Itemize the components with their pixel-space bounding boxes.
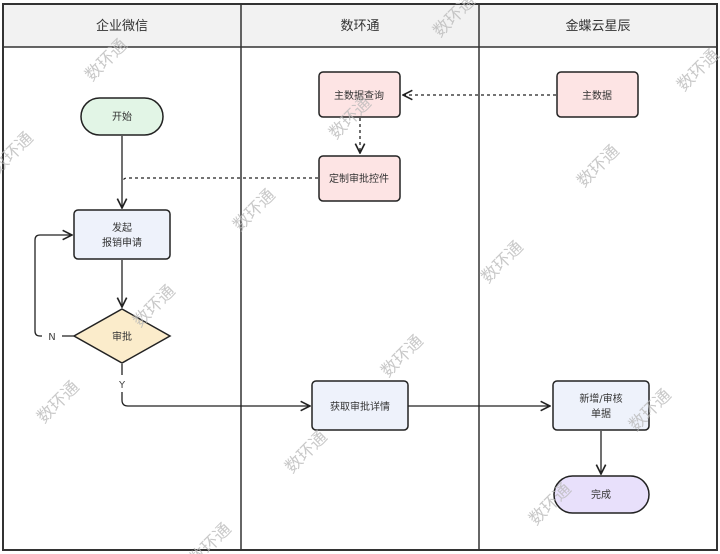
node-detail-shape <box>311 380 409 431</box>
edge-approve-yes-to-detail <box>121 364 310 406</box>
watermark: 数环通 <box>573 141 623 191</box>
node-newdoc-shape <box>552 380 650 431</box>
node-submit-label-line2: 报销申请 <box>102 236 142 249</box>
node-done-label: 完成 <box>591 488 611 501</box>
outer-border <box>2 3 718 551</box>
node-start[interactable]: 开始 <box>80 97 164 136</box>
watermark: 数环通 <box>377 331 427 381</box>
watermark: 数环通 <box>229 185 279 235</box>
edges <box>34 95 601 474</box>
edge-label-no: N <box>48 332 55 343</box>
node-mdquery-shape <box>318 71 401 118</box>
lane-title-wecom: 企业微信 <box>96 18 148 34</box>
node-control-shape <box>318 155 401 202</box>
lane-title-kingdee: 金蝶云星辰 <box>565 18 630 34</box>
watermark: 数环通 <box>185 519 235 554</box>
node-masterdata-label: 主数据 <box>582 89 612 102</box>
node-custom-approval-control[interactable]: 定制审批控件 <box>318 155 401 202</box>
lane-title-shuhuantong: 数环通 <box>340 19 379 34</box>
watermark: 数环通 <box>0 128 38 178</box>
node-masterdata-shape <box>556 71 639 118</box>
node-done[interactable]: 完成 <box>553 475 650 514</box>
watermark: 数环通 <box>673 45 720 95</box>
node-submit-expense[interactable]: 发起 报销申请 <box>73 209 171 260</box>
node-submit-shape <box>73 209 171 260</box>
header-band <box>3 4 717 47</box>
node-approve-label: 审批 <box>112 330 132 343</box>
edge-label-yes: Y <box>118 380 126 391</box>
watermark: 数环通 <box>281 427 331 477</box>
node-start-label: 开始 <box>112 110 132 123</box>
edge-approve-no-loop <box>34 235 74 337</box>
node-approve-decision[interactable]: 审批 <box>72 308 172 364</box>
node-newdoc-label-line2: 单据 <box>591 407 611 420</box>
node-master-data-query[interactable]: 主数据查询 <box>318 71 401 118</box>
watermark: 数环通 <box>129 281 179 331</box>
node-done-shape <box>553 475 650 514</box>
node-mdquery-label: 主数据查询 <box>334 89 384 102</box>
node-submit-label-line1: 发起 <box>112 221 132 234</box>
watermark: 数环通 <box>477 237 527 287</box>
node-new-audit-document[interactable]: 新增/审核 单据 <box>552 380 650 431</box>
node-control-label: 定制审批控件 <box>329 172 389 185</box>
node-get-approval-details[interactable]: 获取审批详情 <box>311 380 409 431</box>
lane-frame <box>2 3 718 551</box>
node-newdoc-label-line1: 新增/审核 <box>579 392 622 405</box>
node-master-data[interactable]: 主数据 <box>556 71 639 118</box>
node-approve-shape <box>72 308 172 364</box>
watermark: 数环通 <box>33 377 83 427</box>
node-detail-label: 获取审批详情 <box>330 400 390 413</box>
edge-control-to-submit <box>122 177 318 183</box>
node-start-shape <box>80 97 164 136</box>
